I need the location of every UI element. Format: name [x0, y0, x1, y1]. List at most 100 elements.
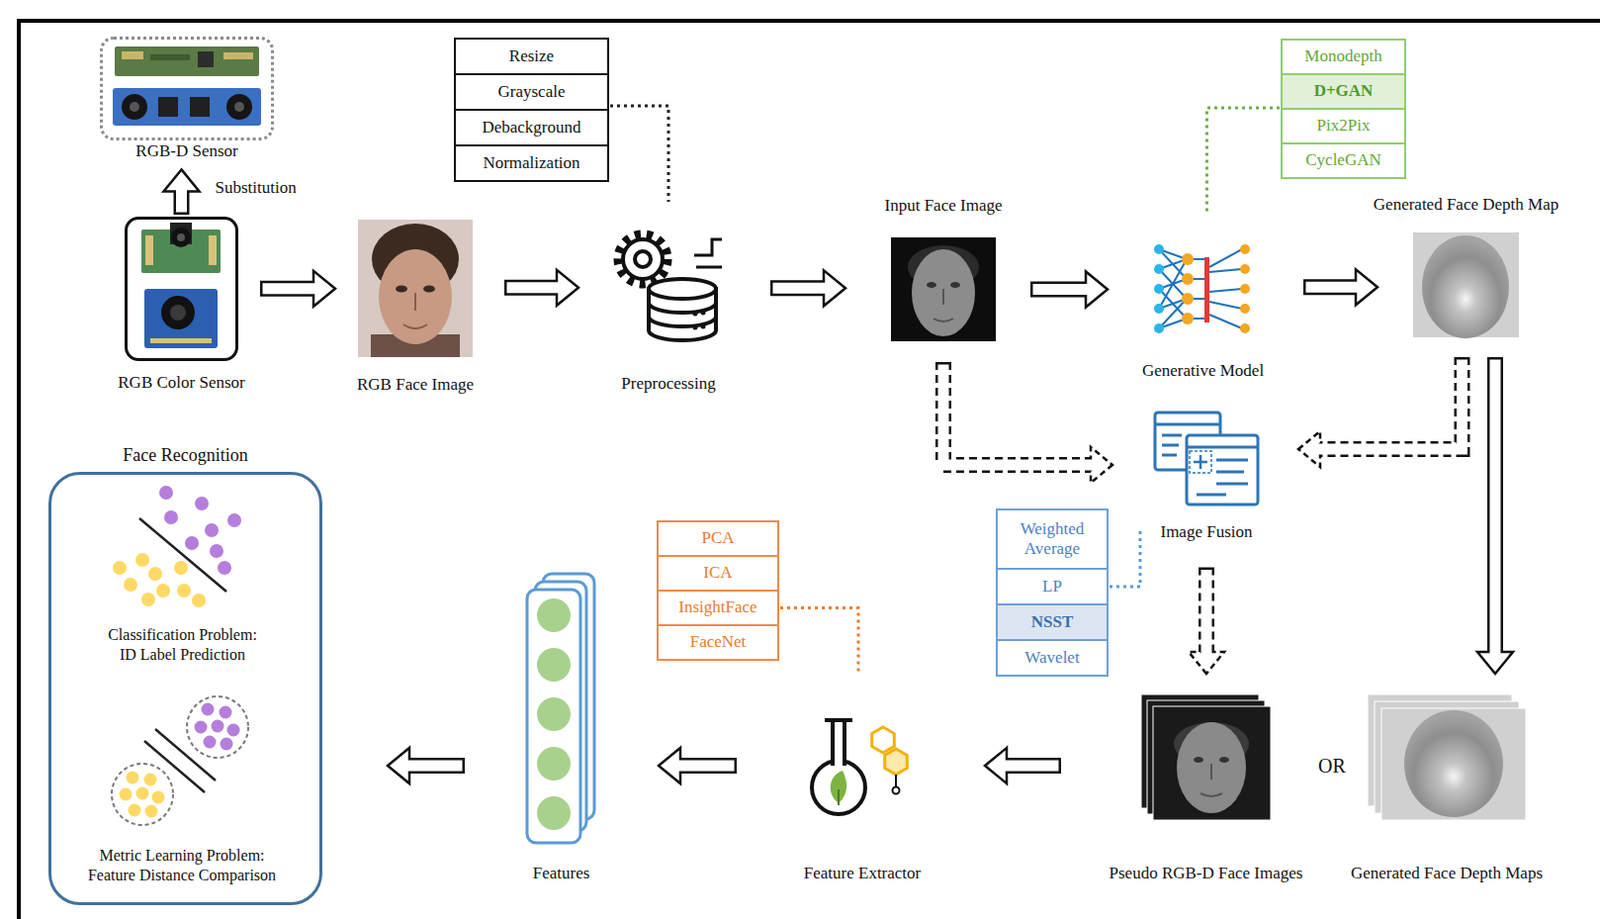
extractor-icon: [832, 719, 845, 764]
extractor-icon: [885, 748, 908, 775]
classification-dots: [191, 593, 206, 608]
preprocessing-icon: [622, 239, 663, 279]
option-cell: FaceNet: [656, 623, 780, 661]
extractor-icon: [824, 717, 853, 722]
image-stack: Generated Face Depth Maps: [1367, 694, 1526, 820]
feature-vector-stack: [536, 697, 571, 731]
classification-dots: [174, 560, 188, 575]
leader-line: [780, 608, 859, 675]
network-icon: [1154, 244, 1250, 334]
metric-learning-dots: [220, 737, 234, 751]
classification-dots: [227, 513, 242, 528]
gray-face-photo: [890, 237, 996, 342]
block-arrow: [943, 361, 1113, 483]
node-label: Feature Extractor: [803, 863, 921, 884]
leader-connector: [1109, 531, 1141, 587]
feature-vector-stack: [536, 647, 571, 682]
arrow-fill: [676, 760, 735, 772]
rgbd-sensor-picture: [150, 54, 190, 61]
metric-learning-dots: [126, 771, 140, 785]
classification-dots: [123, 577, 138, 592]
network-icon: [1158, 249, 1243, 329]
pseudo-rgbd-stack: [1153, 706, 1271, 820]
preprocessing-icon: [648, 302, 716, 327]
metric-learning-dots: [219, 706, 233, 719]
arrow-fill: [1306, 281, 1361, 293]
extractor-icon: [872, 726, 895, 753]
image-node: Generated Face Depth Map: [1413, 232, 1519, 338]
classification-dots: [112, 485, 242, 608]
extractor-icon: [811, 719, 907, 814]
icon-node: Preprocessing: [610, 226, 727, 348]
preprocessing-icon: [701, 310, 707, 316]
color-face-photo: [378, 249, 452, 345]
leader-connector: [780, 608, 859, 675]
preprocessing-icon: [693, 311, 699, 317]
classification-dots: [159, 485, 174, 500]
node-label: Image Fusion: [1159, 522, 1252, 542]
pseudo-rgbd-stack: [1200, 763, 1223, 797]
arrow-fill: [943, 364, 1095, 466]
metric-learning-dots: [203, 735, 217, 749]
network-icon: [1240, 323, 1250, 334]
arrow-fill: [1033, 283, 1091, 295]
network-icon: [1154, 323, 1164, 334]
rgbd-sensor-picture: [121, 51, 144, 60]
node-label: Generative Model: [1142, 360, 1264, 381]
preprocessing-icon: [618, 234, 668, 284]
arrow-fill: [773, 282, 829, 294]
extractor-icon: [834, 757, 843, 768]
option-cell: Normalization: [453, 144, 610, 182]
node-label: Generated Face Depth Map: [1373, 194, 1559, 215]
node-label: D+GAN: [1314, 81, 1374, 101]
classification-dots: [112, 560, 127, 575]
classification-dots: [139, 518, 227, 592]
preprocessing-icon: [694, 239, 722, 267]
metric-learning-dots: [111, 696, 249, 825]
node-label: Normalization: [482, 153, 580, 174]
plain-label: OR: [1316, 753, 1348, 778]
network-icon: [1181, 272, 1194, 285]
icon-node: Image Fusion: [1150, 408, 1263, 508]
network-icon: [1181, 292, 1194, 305]
group-box: Face RecognitionClassification Problem: …: [48, 471, 323, 905]
block-arrow: [1030, 271, 1108, 308]
node-label: Pseudo RGB-D Face Images: [1109, 863, 1304, 884]
node-label: InsightFace: [678, 597, 757, 618]
arrow-outline: [1319, 356, 1463, 449]
option-cell: Pix2Pix: [1280, 107, 1407, 145]
gray-face-photo: [950, 281, 961, 288]
node-label: PCA: [701, 528, 734, 548]
pseudo-rgbd-stack: [1176, 721, 1246, 813]
rgbd-sensor-picture: [121, 93, 148, 120]
rgbd-sensor-picture: [226, 93, 253, 120]
rgbd-sensor-picture: [114, 46, 260, 77]
block-arrow: [770, 269, 846, 306]
network-icon: [1181, 312, 1194, 325]
arrow-outline: [943, 361, 1092, 465]
depth-map-picture: [1413, 232, 1519, 338]
rgbd-sensor-picture: [234, 101, 245, 112]
metric-learning-dots: [119, 788, 133, 801]
rgb-sensor-picture: [141, 222, 221, 349]
rgbd-sensor-picture: [197, 51, 214, 68]
extractor-icon: [811, 760, 866, 814]
option-cell: NSST: [995, 603, 1109, 641]
metric-learning-dots: [186, 696, 249, 758]
node-label: RGB Face Image: [356, 374, 474, 395]
feature-vector-stack: [527, 589, 581, 843]
network-icon: [1204, 257, 1210, 323]
metric-learning-dots: [227, 723, 241, 737]
color-face-photo: [423, 285, 436, 293]
edge-label: Substitution: [213, 177, 299, 198]
pseudo-rgbd-stack: [1141, 694, 1271, 820]
image-node: Input Face Image: [890, 237, 996, 342]
node-label: CycleGAN: [1305, 150, 1381, 171]
network-icon: [1154, 283, 1164, 294]
option-cell: InsightFace: [656, 589, 780, 626]
classification-dots: [184, 535, 199, 550]
preprocessing-icon: [701, 324, 707, 330]
classification-dots: [148, 566, 163, 581]
preprocessing-icon: [618, 234, 722, 341]
